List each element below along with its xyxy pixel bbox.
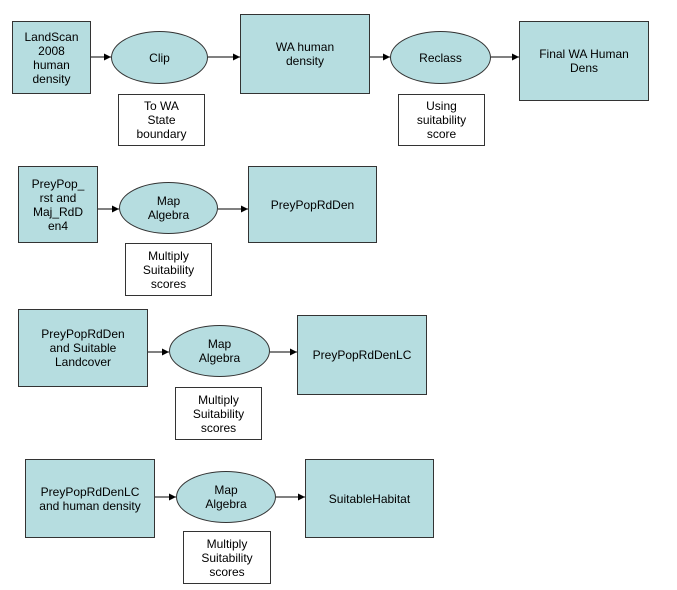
preypoprddenlc-human-input-box: PreyPopRdDenLC and human density bbox=[25, 459, 155, 538]
row2-multiply-note: Multiply Suitability scores bbox=[125, 243, 212, 296]
reclass-process-oval: Reclass bbox=[390, 31, 491, 84]
suitable-habitat-output-box: SuitableHabitat bbox=[305, 459, 434, 538]
wa-human-density-box: WA human density bbox=[240, 14, 370, 94]
clip-process-oval: Clip bbox=[111, 31, 208, 84]
reclass-note: Using suitability score bbox=[398, 94, 485, 146]
row4-map-algebra-oval: Map Algebra bbox=[176, 471, 276, 523]
landscan-input-box: LandScan 2008 human density bbox=[12, 21, 91, 94]
final-wa-human-dens-box: Final WA Human Dens bbox=[519, 21, 649, 101]
row4-multiply-note: Multiply Suitability scores bbox=[183, 531, 271, 584]
preypop-majrd-input-box: PreyPop_ rst and Maj_RdD en4 bbox=[18, 166, 98, 243]
row3-multiply-note: Multiply Suitability scores bbox=[175, 387, 262, 440]
row3-map-algebra-oval: Map Algebra bbox=[169, 325, 270, 377]
preypoprdden-landcover-input-box: PreyPopRdDen and Suitable Landcover bbox=[18, 309, 148, 387]
preypoprdden-output-box: PreyPopRdDen bbox=[248, 166, 377, 243]
clip-note: To WA State boundary bbox=[118, 94, 205, 146]
preypoprddenlc-output-box: PreyPopRdDenLC bbox=[297, 315, 427, 395]
row2-map-algebra-oval: Map Algebra bbox=[119, 182, 218, 234]
